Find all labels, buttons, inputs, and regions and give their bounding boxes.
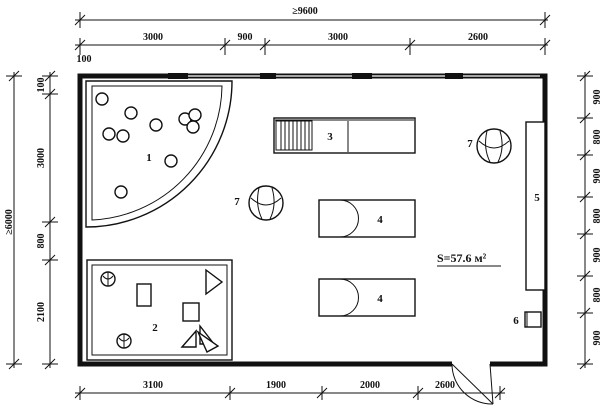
bottom-segment-dimensions: 3100 1900 2000 2600 [74, 380, 506, 400]
label-5: 5 [534, 192, 540, 204]
block-shape [182, 302, 200, 322]
dim-left-overall: ≥6000 [4, 209, 15, 235]
dim-top-overall: ≥9600 [292, 6, 318, 17]
wall-pier [352, 73, 372, 79]
gym-ball-left: 7 [234, 185, 284, 221]
top-overall-dimension: ≥9600 [74, 6, 551, 28]
dim-left-2: 3000 [36, 148, 47, 168]
wall-pier [260, 73, 276, 79]
dim-right-5: 900 [592, 248, 603, 263]
dim-right-1: 900 [592, 90, 603, 105]
left-segment-dimensions: 100 3000 800 2100 [36, 70, 58, 370]
label-7a: 7 [234, 196, 240, 208]
dim-bottom-3: 2000 [360, 380, 380, 391]
ball-icon [100, 271, 116, 287]
label-1: 1 [146, 152, 152, 164]
triangle-shape [196, 329, 220, 353]
dim-top-3: 3000 [328, 32, 348, 43]
room-area: S=57.6 м² [437, 251, 487, 265]
triangle-shape [180, 329, 197, 348]
climbing-ladder: 3 [273, 117, 416, 154]
dim-top-1: 3000 [143, 32, 163, 43]
dim-bottom-1: 3100 [143, 380, 163, 391]
dim-right-2: 800 [592, 130, 603, 145]
wall-pier [445, 73, 463, 79]
right-segment-dimensions: 900 800 900 800 900 800 900 [577, 70, 603, 370]
dim-top-2: 900 [238, 32, 253, 43]
gym-ball-right: 7 [467, 128, 512, 164]
label-4a: 4 [377, 214, 383, 226]
top-segment-dimensions: 3000 900 3000 2600 100 [74, 32, 551, 65]
block-shape [136, 283, 152, 307]
small-box: 6 [513, 311, 542, 328]
dim-right-7: 900 [592, 331, 603, 346]
bench-upper: 4 [318, 199, 416, 238]
wall-cabinet: 5 [525, 121, 546, 291]
ball-icon [116, 333, 132, 349]
dim-left-1: 100 [36, 78, 47, 93]
wall-pier [168, 73, 188, 79]
label-7b: 7 [467, 138, 473, 150]
area-label: S=57.6 м² [437, 251, 501, 267]
label-2: 2 [152, 322, 158, 334]
dim-right-3: 900 [592, 169, 603, 184]
triangle-shape [205, 268, 224, 296]
dim-right-4: 800 [592, 209, 603, 224]
dim-left-4: 2100 [36, 302, 47, 322]
dim-top-4: 2600 [468, 32, 488, 43]
dim-bottom-4: 2600 [435, 380, 455, 391]
room-walls [77, 73, 548, 367]
dim-left-3: 800 [36, 234, 47, 249]
label-6: 6 [513, 315, 519, 327]
dim-right-6: 800 [592, 288, 603, 303]
label-3: 3 [327, 131, 333, 143]
dim-bottom-2: 1900 [266, 380, 286, 391]
play-mat: 2 [86, 259, 233, 361]
left-overall-dimension: ≥6000 [4, 70, 22, 370]
ball-pool: 1 [85, 80, 233, 228]
label-4b: 4 [377, 293, 383, 305]
entrance-door [451, 363, 494, 405]
dim-top-offset: 100 [77, 54, 92, 65]
bench-lower: 4 [318, 278, 416, 317]
